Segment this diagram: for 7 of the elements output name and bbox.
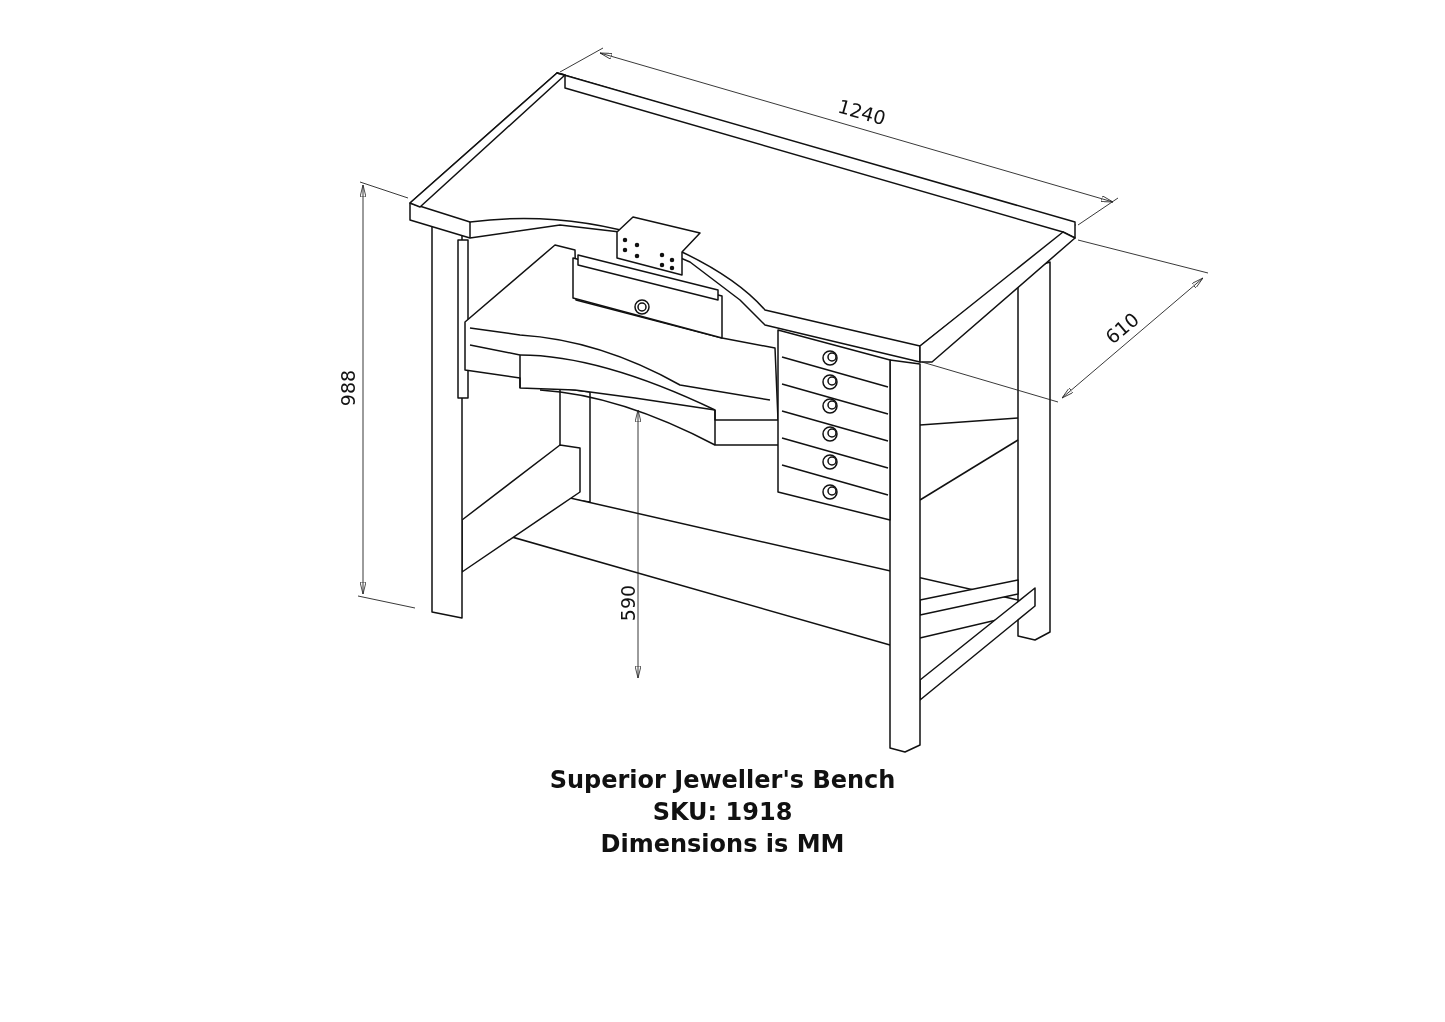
units-note: Dimensions is MM bbox=[600, 830, 845, 858]
title: Superior Jeweller's Bench bbox=[549, 766, 896, 794]
dimension-label: 590 bbox=[617, 584, 639, 622]
dimension-label: 1240 bbox=[835, 94, 889, 130]
dimension-label: 610 bbox=[1101, 307, 1143, 349]
sku-label: SKU: 1918 bbox=[652, 798, 793, 826]
dimension-label: 988 bbox=[337, 369, 359, 407]
